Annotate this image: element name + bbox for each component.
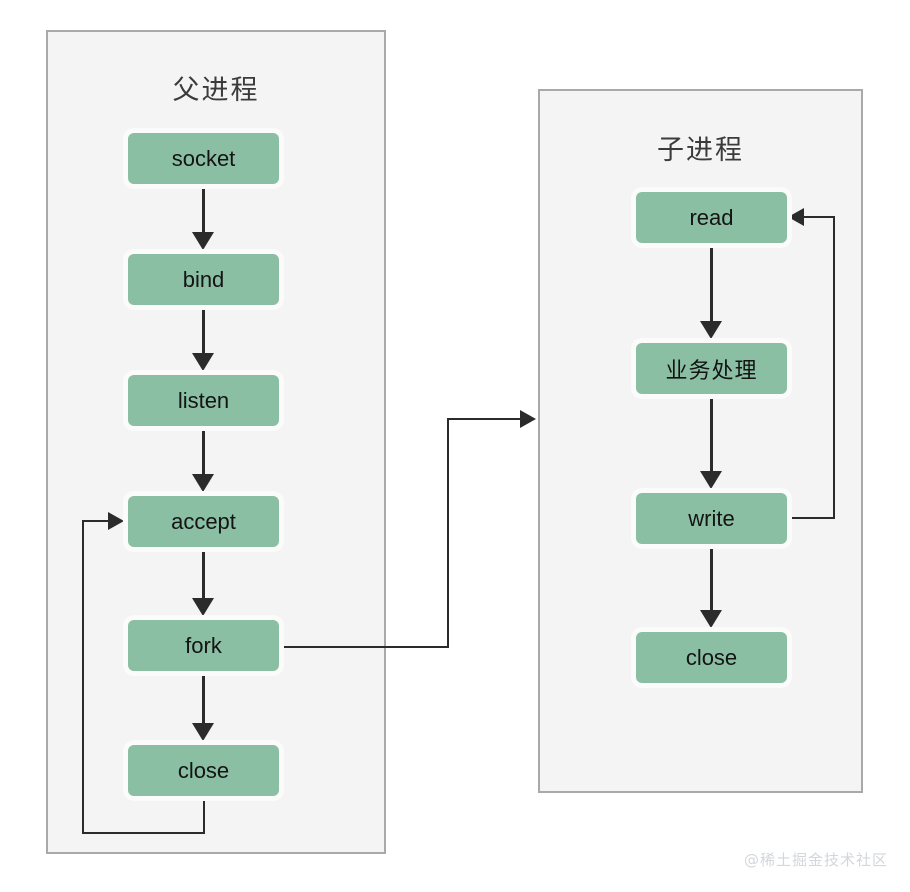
edge-write-to-read-out	[787, 517, 835, 519]
edge-write-to-read-up	[833, 216, 835, 519]
edge-fork-to-child-arrow	[520, 410, 536, 428]
parent-process-title: 父进程	[172, 75, 260, 106]
node-child-read[interactable]: read	[636, 192, 787, 243]
edge-listen-to-accept-line	[202, 426, 205, 476]
node-child-process[interactable]: 业务处理	[636, 343, 787, 394]
node-parent-socket[interactable]: socket	[128, 133, 279, 184]
edge-close-to-accept-bottom	[82, 832, 205, 834]
edge-process-to-write-line	[710, 394, 713, 473]
edge-read-to-process-arrow	[700, 321, 722, 339]
child-process-title: 子进程	[657, 135, 744, 166]
edge-bind-to-listen-arrow	[192, 353, 214, 371]
node-parent-close[interactable]: close	[128, 745, 279, 796]
edge-close-to-accept-down	[203, 796, 205, 834]
edge-accept-to-fork-arrow	[192, 598, 214, 616]
edge-write-to-read-arrow	[788, 208, 804, 226]
edge-bind-to-listen-line	[202, 305, 205, 355]
node-child-write[interactable]: write	[636, 493, 787, 544]
edge-accept-to-fork-line	[202, 547, 205, 600]
edge-fork-to-close-arrow	[192, 723, 214, 741]
edge-fork-to-child-up	[447, 418, 449, 648]
edge-read-to-process-line	[710, 243, 713, 323]
edge-close-to-accept-into-accept	[82, 520, 110, 522]
watermark-label: @稀土掘金技术社区	[743, 851, 888, 869]
node-parent-accept[interactable]: accept	[128, 496, 279, 547]
edge-close-to-accept-up	[82, 521, 84, 834]
edge-fork-to-child-out	[279, 646, 449, 648]
node-child-close[interactable]: close	[636, 632, 787, 683]
node-parent-listen[interactable]: listen	[128, 375, 279, 426]
node-parent-fork[interactable]: fork	[128, 620, 279, 671]
edge-write-to-close-arrow	[700, 610, 722, 628]
node-parent-bind[interactable]: bind	[128, 254, 279, 305]
edge-process-to-write-arrow	[700, 471, 722, 489]
edge-socket-to-bind-line	[202, 184, 205, 234]
edge-fork-to-close-line	[202, 671, 205, 725]
edge-close-to-accept-arrow	[108, 512, 124, 530]
edge-listen-to-accept-arrow	[192, 474, 214, 492]
edge-fork-to-child-in	[447, 418, 522, 420]
edge-socket-to-bind-arrow	[192, 232, 214, 250]
edge-write-to-close-line	[710, 544, 713, 612]
edge-write-to-read-in	[804, 216, 835, 218]
